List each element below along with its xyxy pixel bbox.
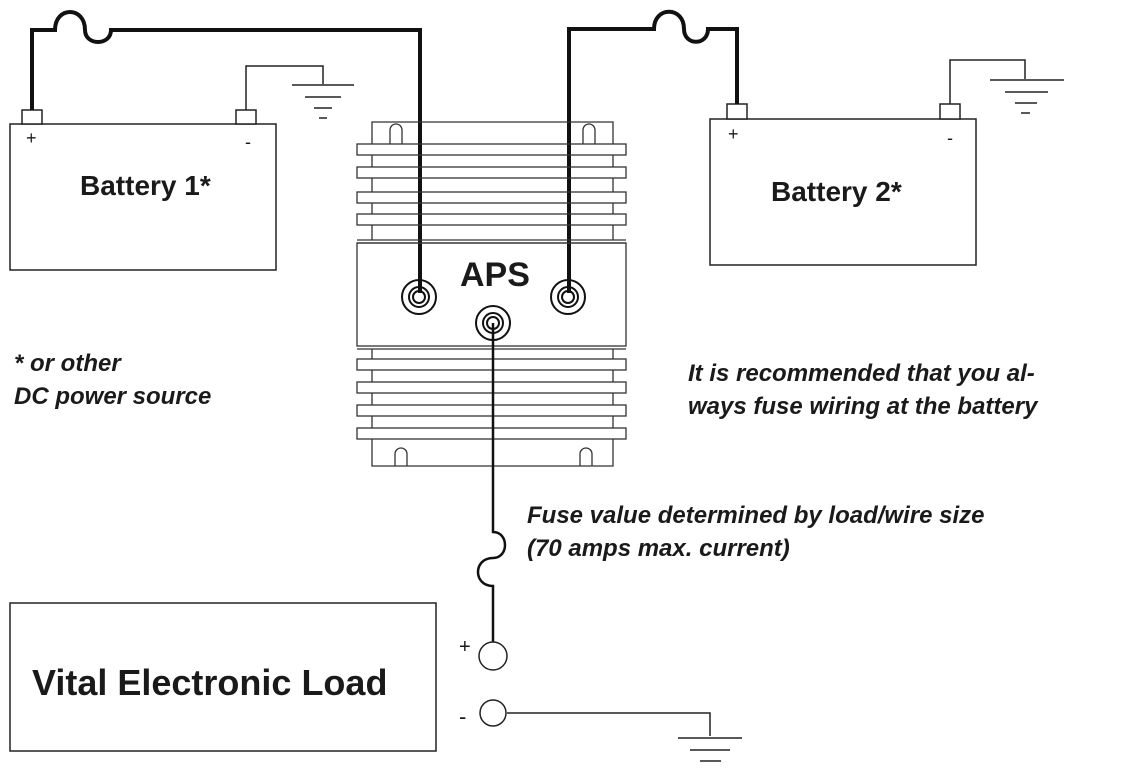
battery-1-plus-sign: + — [26, 128, 37, 148]
battery-1-body — [9, 123, 277, 271]
fuse-note: Fuse value determined by load/wire size … — [527, 499, 985, 565]
wire-aps-to-load — [476, 323, 507, 642]
load-negative-terminal — [479, 699, 507, 727]
load-plus-sign: + — [459, 636, 471, 658]
load-box — [9, 602, 437, 752]
dc-source-note: * or other DC power source — [14, 347, 211, 413]
wire-battery-2-to-aps — [567, 9, 739, 293]
aps-heatsink-top — [356, 121, 627, 244]
aps-heatsink-bottom — [356, 348, 627, 467]
battery-2-negative-terminal — [939, 103, 961, 120]
recommendation-note-line-2: ways fuse wiring at the battery — [688, 393, 1038, 420]
battery-2-plus-sign: + — [728, 124, 739, 144]
battery-2-label: Battery 2* — [771, 176, 902, 207]
dc-source-note-line-1: * or other — [14, 350, 121, 377]
aps-body — [356, 242, 627, 347]
battery-1-label: Battery 1* — [80, 170, 211, 201]
battery-2 — [709, 103, 977, 266]
battery-1-ground — [245, 65, 354, 119]
battery-1-positive-terminal — [21, 109, 43, 125]
battery-1-minus-sign: - — [245, 132, 251, 152]
recommendation-note-line-1: It is recommended that you al- — [688, 360, 1035, 387]
fuse-note-line-2: (70 amps max. current) — [527, 535, 790, 562]
load-ground — [507, 712, 742, 762]
battery-2-positive-terminal — [726, 103, 748, 120]
fuse-note-line-1: Fuse value determined by load/wire size — [527, 502, 985, 529]
battery-1-negative-terminal — [235, 109, 257, 125]
dc-source-note-line-2: DC power source — [14, 383, 212, 410]
load-label: Vital Electronic Load — [32, 662, 388, 703]
wire-battery-1-to-aps — [30, 10, 422, 293]
load-minus-sign: - — [459, 704, 467, 729]
aps-left-stud — [401, 279, 437, 315]
battery-2-body — [709, 118, 977, 266]
aps-right-stud — [550, 279, 586, 315]
battery-2-ground — [949, 59, 1064, 114]
load-positive-terminal — [478, 641, 508, 671]
battery-1 — [9, 109, 277, 271]
aps-label: APS — [460, 256, 530, 294]
recommendation-note: It is recommended that you al- ways fuse… — [688, 357, 1037, 423]
battery-2-minus-sign: - — [947, 128, 953, 148]
